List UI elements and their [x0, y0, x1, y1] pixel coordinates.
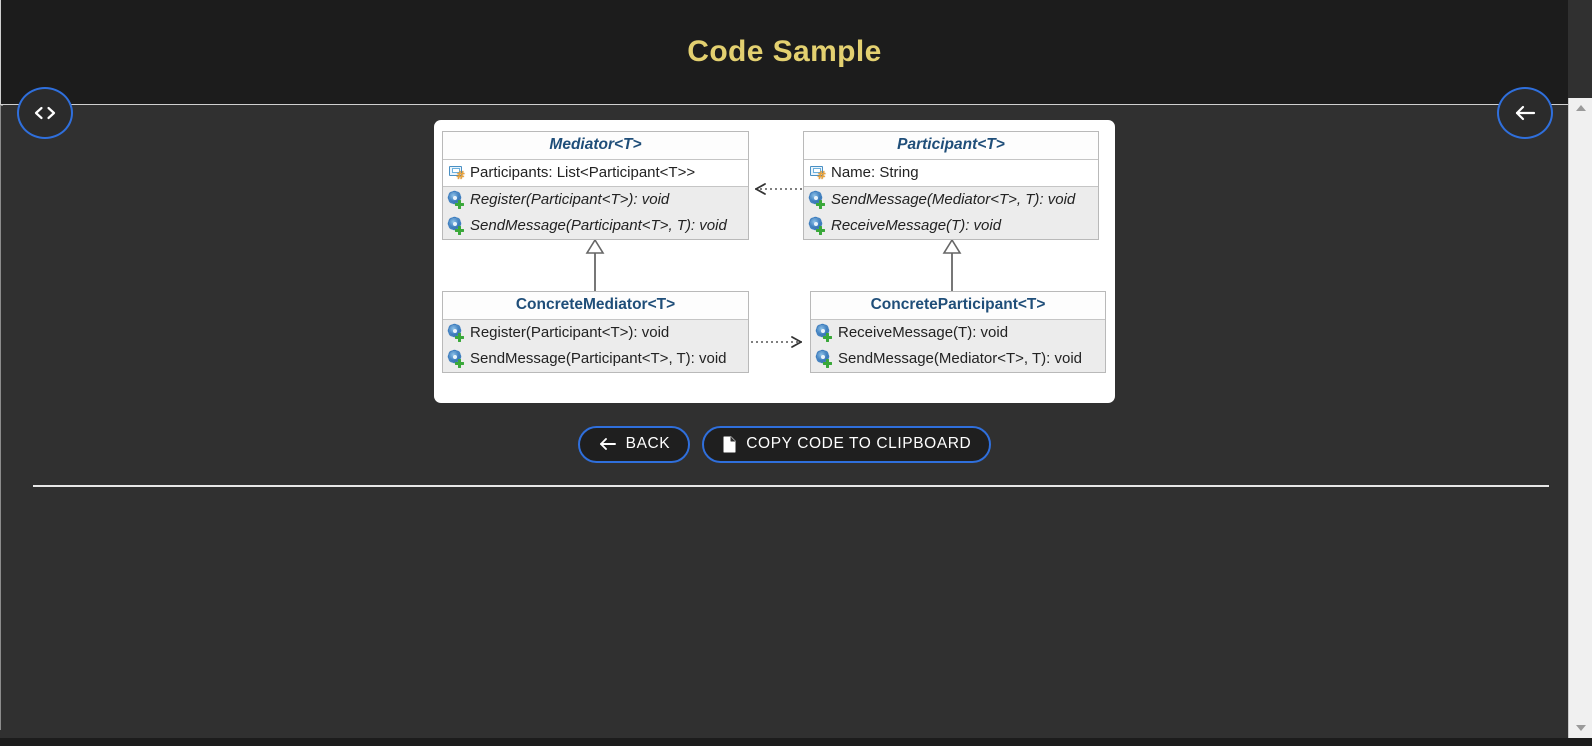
page-header: Code Sample [0, 0, 1568, 105]
chevron-down-icon [1576, 725, 1586, 731]
page-title: Code Sample [687, 35, 882, 68]
action-button-row: BACK COPY CODE TO CLIPBOARD [1, 426, 1568, 463]
chevron-up-icon [1576, 105, 1586, 111]
uml-method-row: SendMessage(Mediator<T>, T): void [804, 187, 1098, 213]
uml-diagram-card: Mediator<T> # Participants: List<Partici… [434, 120, 1115, 403]
method-icon [449, 325, 465, 342]
method-icon [810, 218, 826, 235]
uml-method-text: Register(Participant<T>): void [470, 324, 670, 341]
uml-diagram: Mediator<T> # Participants: List<Partici… [434, 120, 1115, 403]
copy-code-button[interactable]: COPY CODE TO CLIPBOARD [702, 426, 992, 463]
property-icon: # [449, 165, 465, 181]
uml-method-text: Register(Participant<T>): void [470, 191, 670, 208]
uml-class-title: Participant<T> [804, 132, 1098, 160]
uml-methods-section: Register(Participant<T>): void SendMessa… [443, 320, 748, 372]
code-brackets-icon [33, 106, 57, 120]
uml-method-text: SendMessage(Mediator<T>, T): void [831, 191, 1076, 208]
uml-method-row: ReceiveMessage(T): void [804, 213, 1098, 239]
scrollbar-down-arrow[interactable] [1569, 718, 1592, 738]
bottom-edge-strip [0, 738, 1592, 746]
page-body: Mediator<T> # Participants: List<Partici… [1, 106, 1568, 746]
uml-class-participant[interactable]: Participant<T> # Name: String [803, 131, 1099, 240]
file-copy-icon [722, 436, 737, 453]
uml-method-text: ReceiveMessage(T): void [838, 324, 1009, 341]
method-icon [449, 351, 465, 368]
method-icon [817, 351, 833, 368]
uml-class-concrete-mediator[interactable]: ConcreteMediator<T> Register(Participant… [442, 291, 749, 373]
uml-property-row: # Participants: List<Participant<T>> [443, 160, 748, 186]
uml-properties-section: # Participants: List<Participant<T>> [443, 160, 748, 187]
uml-class-concrete-participant[interactable]: ConcreteParticipant<T> ReceiveMessage(T)… [810, 291, 1106, 373]
uml-class-title: ConcreteMediator<T> [443, 292, 748, 320]
uml-class-title: ConcreteParticipant<T> [811, 292, 1105, 320]
uml-method-text: SendMessage(Participant<T>, T): void [470, 217, 727, 234]
uml-methods-section: Register(Participant<T>): void SendMessa… [443, 187, 748, 239]
uml-methods-section: SendMessage(Mediator<T>, T): void Receiv… [804, 187, 1098, 239]
uml-method-text: SendMessage(Mediator<T>, T): void [838, 350, 1083, 367]
uml-method-text: ReceiveMessage(T): void [831, 217, 1002, 234]
scrollbar-up-arrow[interactable] [1569, 98, 1592, 118]
method-icon [449, 218, 465, 235]
method-icon [817, 325, 833, 342]
uml-properties-section: # Name: String [804, 160, 1098, 187]
arrow-left-icon [598, 437, 617, 451]
uml-method-row: SendMessage(Participant<T>, T): void [443, 346, 748, 372]
uml-method-row: SendMessage(Participant<T>, T): void [443, 213, 748, 239]
uml-method-row: SendMessage(Mediator<T>, T): void [811, 346, 1105, 372]
vertical-scrollbar[interactable] [1568, 98, 1592, 738]
arrow-left-icon [1513, 104, 1537, 122]
uml-class-title: Mediator<T> [443, 132, 748, 160]
back-button[interactable]: BACK [577, 426, 691, 463]
uml-methods-section: ReceiveMessage(T): void SendMessage(Medi… [811, 320, 1105, 372]
method-icon [810, 192, 826, 209]
back-nav-button[interactable] [1497, 87, 1553, 139]
back-button-label: BACK [625, 435, 671, 452]
uml-method-text: SendMessage(Participant<T>, T): void [470, 350, 727, 367]
uml-property-text: Name: String [831, 164, 919, 181]
property-icon: # [810, 165, 826, 181]
view-code-button[interactable] [17, 87, 73, 139]
uml-method-row: Register(Participant<T>): void [443, 187, 748, 213]
uml-method-row: ReceiveMessage(T): void [811, 320, 1105, 346]
uml-property-row: # Name: String [804, 160, 1098, 186]
uml-class-mediator[interactable]: Mediator<T> # Participants: List<Partici… [442, 131, 749, 240]
uml-connectors [585, 183, 962, 348]
uml-property-text: Participants: List<Participant<T>> [470, 164, 696, 181]
uml-method-row: Register(Participant<T>): void [443, 320, 748, 346]
section-divider [33, 485, 1549, 487]
copy-code-button-label: COPY CODE TO CLIPBOARD [746, 435, 972, 452]
method-icon [449, 192, 465, 209]
